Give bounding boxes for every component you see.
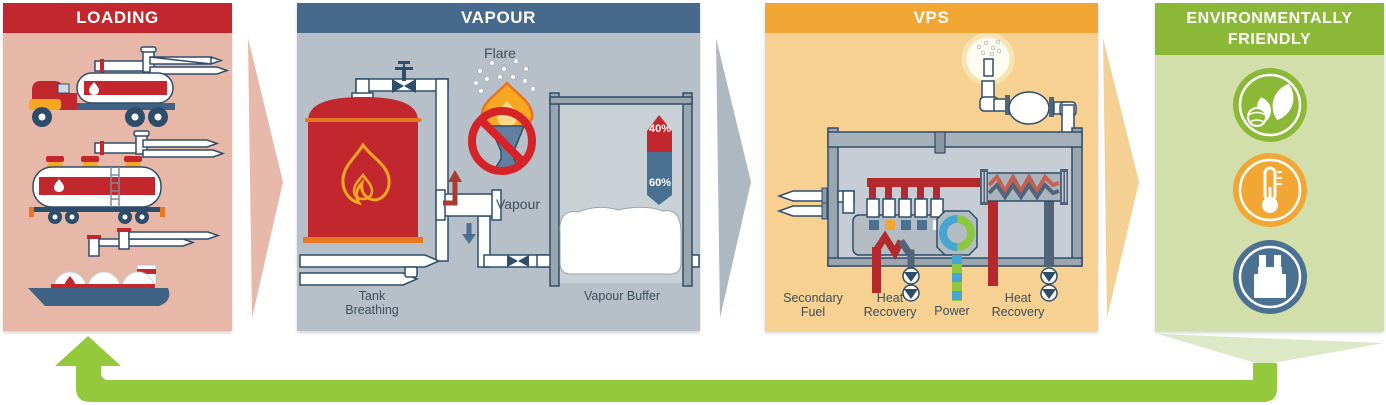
vapour-buffer-label: Vapour Buffer xyxy=(584,289,660,303)
secondary-fuel-nozzles xyxy=(776,187,855,220)
clean-exhaust-vent-icon xyxy=(961,33,1015,86)
flow-arrow-vps-to-env xyxy=(1103,38,1139,318)
tank-breathing-label: Tank Breathing xyxy=(345,289,399,318)
panel-env-header: ENVIRONMENTALLY FRIENDLY xyxy=(1155,3,1384,55)
storage-tank-flame-icon xyxy=(303,97,423,243)
flare-group xyxy=(468,58,536,175)
return-arrow xyxy=(55,336,1277,402)
panel-loading-title: LOADING xyxy=(76,8,159,27)
level-gauge-icon xyxy=(647,115,672,205)
thermometer-icon xyxy=(1233,153,1307,227)
vapour-illustration xyxy=(299,58,700,287)
tank-breathing-line xyxy=(299,272,419,286)
ladder xyxy=(110,167,120,207)
vapour-label: Vapour xyxy=(495,196,541,212)
gauge-top-value: 40% xyxy=(648,123,672,135)
panel-loading-header: LOADING xyxy=(3,3,232,33)
buffer-bladder xyxy=(559,206,682,275)
power-label: Power xyxy=(934,304,970,318)
heat-recovery-right-label: Heat Recovery xyxy=(991,291,1045,320)
loading-arms-icon xyxy=(87,228,221,257)
generator-icon xyxy=(936,210,978,301)
panel-vapour-title: VAPOUR xyxy=(460,8,537,27)
heat-exchanger-icon xyxy=(980,169,1068,302)
no-flare-prohibition-icon xyxy=(468,107,536,175)
panel-vapour-header: VAPOUR xyxy=(297,3,700,33)
panel-vps-title: VPS xyxy=(913,8,950,27)
env-illustration xyxy=(1233,68,1307,314)
tanker-ship-icon xyxy=(28,264,170,306)
vapour-junction xyxy=(435,170,551,268)
flare-label: Flare xyxy=(484,45,516,61)
panel-loading: LOADING xyxy=(3,3,232,331)
power-cable xyxy=(952,255,962,301)
loading-illustration xyxy=(28,46,230,306)
gauge-bottom-value: 60% xyxy=(648,177,672,189)
line-valve-icon xyxy=(507,255,518,267)
loading-arms-icon xyxy=(94,130,226,158)
heat-recovery-left xyxy=(872,230,920,302)
heat-recovery-left-label: Heat Recovery xyxy=(863,291,917,320)
flow-arrow-vapour-to-vps xyxy=(716,38,751,318)
vps-illustration xyxy=(776,33,1083,302)
spark-dots xyxy=(473,58,536,94)
tank-breathing-line xyxy=(299,254,441,268)
return-funnel xyxy=(1158,334,1384,365)
panel-vps-header: VPS xyxy=(765,3,1098,33)
arrow-to-flare-blocked xyxy=(443,181,458,206)
shutoff-valve-icon xyxy=(392,61,416,93)
vapour-buffer-icon xyxy=(536,92,700,287)
panel-env-title: ENVIRONMENTALLY FRIENDLY xyxy=(1186,10,1353,48)
flame-icon xyxy=(341,142,391,206)
eco-leaf-globe-icon xyxy=(1233,68,1307,142)
vapour-pipes xyxy=(299,78,449,286)
panel-vps: VPS xyxy=(765,3,1098,331)
loading-arms-icon xyxy=(94,46,230,75)
panel-environmentally-friendly: ENVIRONMENTALLY FRIENDLY xyxy=(1155,3,1384,331)
rail-tank-car-icon xyxy=(29,156,165,224)
flow-arrow-loading-to-vapour xyxy=(248,38,283,318)
secondary-fuel-label: Secondary Fuel xyxy=(783,291,843,320)
hatch-domes xyxy=(46,156,142,167)
power-plug-icon xyxy=(1233,240,1307,314)
panel-vapour: VAPOUR xyxy=(297,3,700,331)
tanker-truck-icon xyxy=(29,72,175,127)
